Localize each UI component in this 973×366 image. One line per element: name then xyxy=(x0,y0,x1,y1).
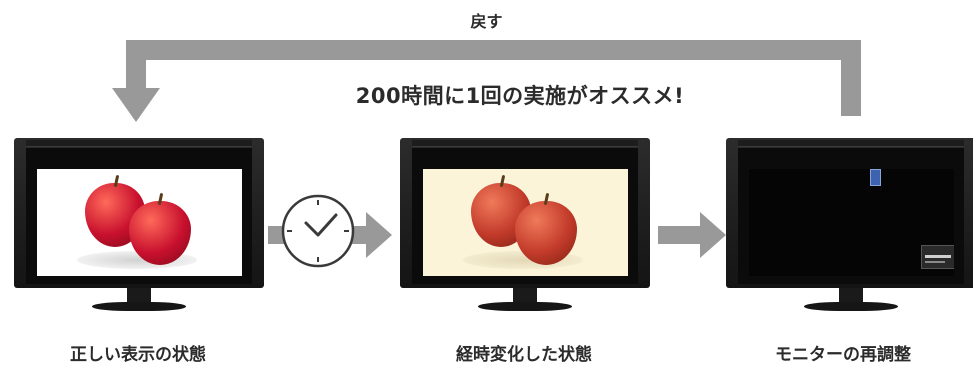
monitor-neck xyxy=(127,288,151,306)
caption-aged: 経時変化した状態 xyxy=(456,345,592,365)
hood-edge xyxy=(26,140,252,147)
return-arrow-left-segment xyxy=(126,40,146,90)
calibration-dialog-icon xyxy=(921,245,954,269)
monitor-correct xyxy=(14,138,264,318)
monitor-neck xyxy=(513,288,537,306)
apple-right xyxy=(515,201,577,265)
monitor-aged xyxy=(400,138,650,318)
apple-right xyxy=(129,201,191,265)
arrow-1-head xyxy=(366,212,392,258)
dialog-bar-icon xyxy=(925,261,945,263)
arrow-2-head xyxy=(700,212,726,258)
monitor-stand xyxy=(478,302,572,311)
monitor-stand xyxy=(92,302,186,311)
hood-edge xyxy=(738,140,964,147)
monitor-recalibration xyxy=(726,138,973,318)
arrow-2-shaft xyxy=(658,226,702,244)
monitor-bezel xyxy=(412,148,638,284)
screen-correct xyxy=(37,169,242,276)
monitor-bezel xyxy=(26,148,252,284)
dialog-bar-icon xyxy=(925,255,951,258)
hood-edge xyxy=(412,140,638,147)
headline: 200時間に1回の実施がオススメ! xyxy=(355,84,685,108)
screen-aged xyxy=(423,169,628,276)
return-label: 戻す xyxy=(470,12,503,31)
clock-icon xyxy=(281,194,355,268)
caption-correct: 正しい表示の状態 xyxy=(70,345,206,365)
caption-recalibration: モニターの再調整 xyxy=(775,345,911,365)
screen-calibration xyxy=(749,169,954,276)
monitor-bezel xyxy=(738,148,964,284)
calibration-sensor-icon xyxy=(870,169,881,186)
monitor-neck xyxy=(839,288,863,306)
return-arrow-top-segment xyxy=(126,40,861,60)
return-arrow-head xyxy=(112,88,160,122)
monitor-stand xyxy=(804,302,898,311)
